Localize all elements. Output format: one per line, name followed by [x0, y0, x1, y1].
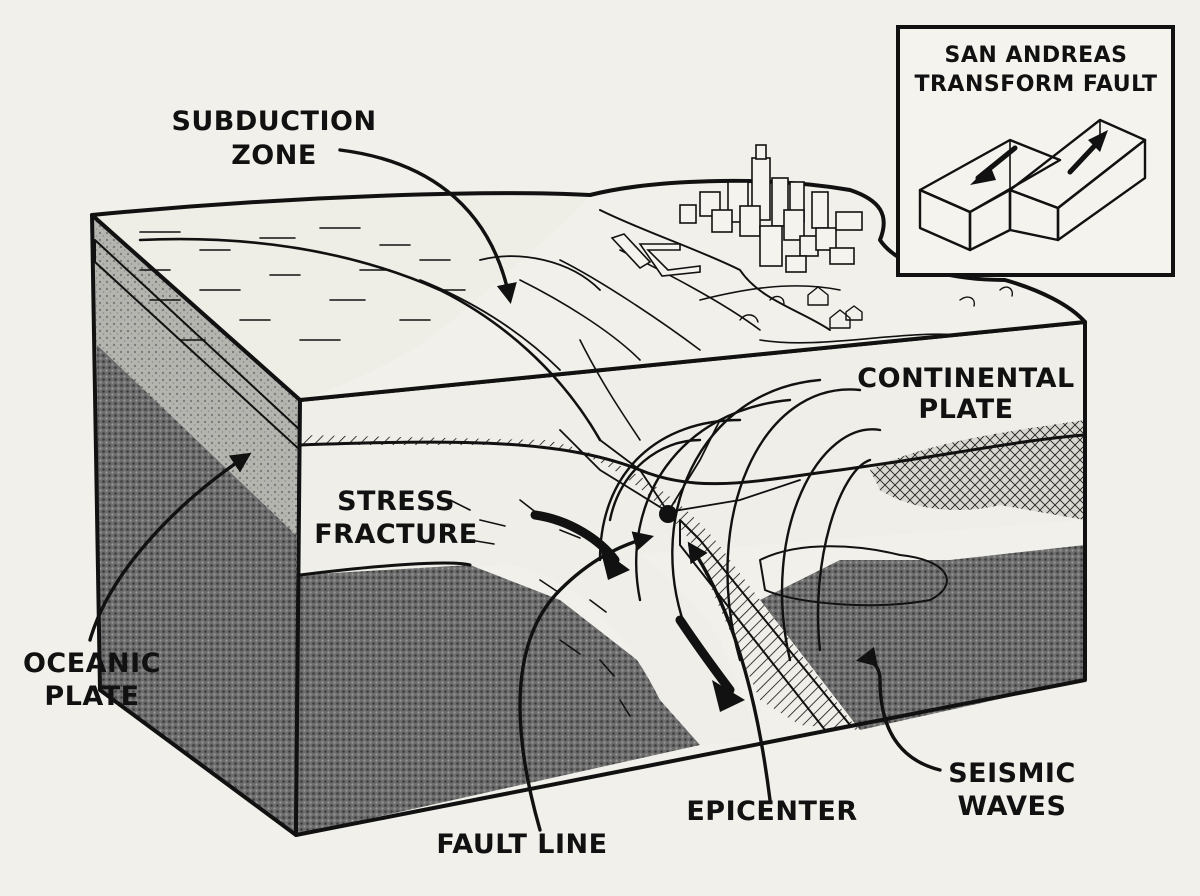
inset-title-line-2: TRANSFORM FAULT: [914, 72, 1157, 97]
stress-fracture-label-1: STRESS: [337, 486, 455, 517]
oceanic-plate-arrow: [88, 452, 252, 642]
continental-plate-label-1: CONTINENTAL: [857, 363, 1074, 394]
oceanic-plate-label-1: OCEANIC: [23, 648, 161, 679]
inset-title-line-1: SAN ANDREAS: [945, 43, 1128, 68]
fault-line-arrow: [518, 531, 654, 832]
seismic-waves-label-2: WAVES: [958, 791, 1067, 822]
city-skyline: [610, 144, 863, 277]
block-front-face: [294, 320, 1087, 837]
annotation-arrows: [88, 148, 942, 832]
stress-arrow-2: [675, 615, 735, 695]
seismic-waves-label-1: SEISMIC: [948, 758, 1076, 789]
epicenter-label: EPICENTER: [686, 796, 857, 827]
epicenter-arrow: [687, 541, 772, 802]
seismic-waves-arrow: [855, 646, 942, 772]
epicenter-point: [659, 505, 677, 523]
seismic-wave-arcs: [598, 378, 882, 662]
fault-line-label: FAULT LINE: [436, 829, 607, 860]
subduction-zone-label-1: SUBDUCTION: [171, 106, 376, 137]
subduction-arrow: [338, 148, 517, 305]
continental-plate-label-2: PLATE: [918, 394, 1013, 425]
inset-panel: [896, 25, 1175, 277]
stress-arrow-1: [530, 510, 620, 565]
suburb-houses: [739, 286, 1014, 329]
stress-fracture-label-2: FRACTURE: [314, 519, 478, 550]
oceanic-plate-label-2: PLATE: [44, 681, 139, 712]
subduction-zone-label-2: ZONE: [231, 140, 317, 171]
